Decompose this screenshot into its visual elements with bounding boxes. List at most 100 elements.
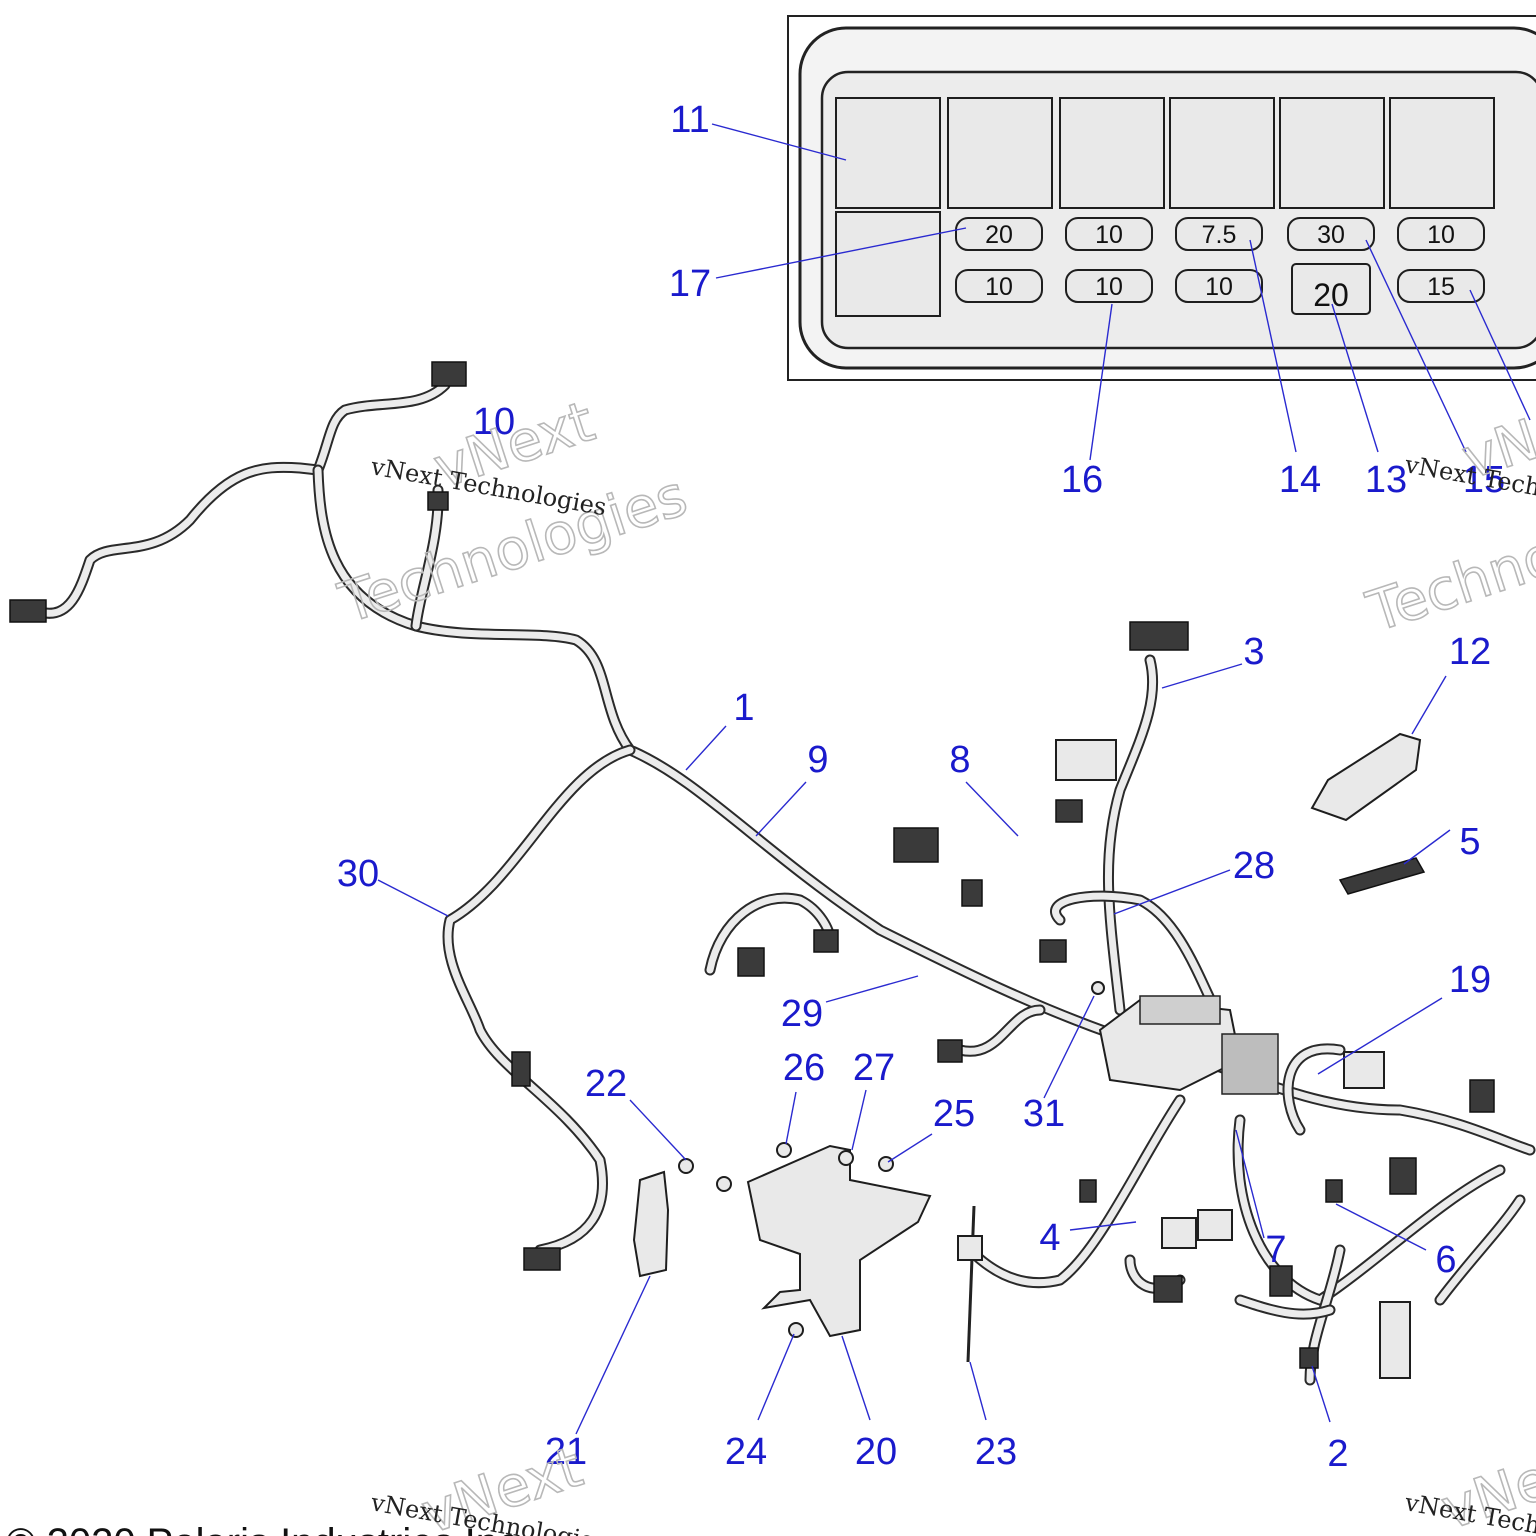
callout-4: 4 [1039, 1217, 1060, 1259]
connector [427, 491, 449, 511]
connector [961, 879, 983, 907]
fuse-box-inset: 20 10 7.5 30 10 10 10 10 20 15 [787, 15, 1536, 381]
connector-block [1379, 1301, 1411, 1379]
relay-slot [1059, 97, 1165, 209]
clip-bracket [632, 1170, 670, 1278]
connector [813, 929, 839, 953]
leader-lines [377, 123, 1531, 1435]
callout-14: 14 [1279, 459, 1321, 501]
fuse-rating: 10 [985, 273, 1013, 301]
callout-22: 22 [585, 1063, 627, 1105]
fuse-row-bottom: 10 10 10 20 15 [955, 263, 1485, 315]
relay [1343, 1051, 1385, 1089]
callout-31: 31 [1023, 1093, 1065, 1135]
watermark-top-left: vNext Technologies vNext Technologies [331, 388, 696, 637]
relay-row [835, 97, 1495, 317]
fuse-rating: 15 [1427, 273, 1455, 301]
connector [737, 947, 765, 977]
fuse [1065, 217, 1153, 251]
callout-11: 11 [670, 99, 709, 141]
relay-slot [947, 97, 1053, 209]
callout-12: 12 [1449, 631, 1491, 673]
copyright-notice: © 2020 Polaris Industries Inc. [6, 1521, 529, 1536]
connector [1161, 1217, 1197, 1249]
callout-5: 5 [1459, 821, 1480, 863]
fuse [955, 269, 1043, 303]
mount-bracket [746, 1144, 932, 1338]
callout-26: 26 [783, 1047, 825, 1089]
relay-slot [1389, 97, 1495, 209]
callout-25: 25 [933, 1093, 975, 1135]
callout-20: 20 [855, 1431, 897, 1473]
fuse-rating: 10 [1427, 221, 1455, 249]
module-housing [1310, 732, 1422, 822]
harness-fuse-box [1098, 995, 1279, 1095]
callout-1: 1 [733, 687, 754, 729]
fuse-row-top: 20 10 7.5 30 10 [955, 217, 1485, 251]
relay-slot [1169, 97, 1275, 209]
callout-labels: 1 2 3 4 5 6 7 8 9 10 11 12 13 14 15 16 1… [337, 99, 1505, 1475]
connector [431, 361, 467, 387]
callout-9: 9 [807, 739, 828, 781]
part-21-bracket [632, 1170, 670, 1278]
fuse [1397, 217, 1485, 251]
fuse [1175, 217, 1263, 251]
part-20-bracket [746, 1144, 932, 1338]
callout-6: 6 [1435, 1239, 1456, 1281]
fuse-rating: 10 [1205, 273, 1233, 301]
callout-3: 3 [1243, 631, 1264, 673]
tie-head [957, 1235, 983, 1261]
fuse [955, 217, 1043, 251]
connector [9, 599, 47, 623]
fuse [1287, 217, 1375, 251]
callout-29: 29 [781, 993, 823, 1035]
connector [1389, 1157, 1417, 1195]
fuse-rating: 10 [1095, 221, 1123, 249]
fuse [1397, 269, 1485, 303]
callout-10: 10 [473, 401, 515, 443]
fuse-rating: 7.5 [1202, 221, 1237, 249]
callout-13: 13 [1365, 459, 1407, 501]
connector [1269, 1265, 1293, 1297]
callout-17: 17 [669, 263, 711, 305]
callout-16: 16 [1061, 459, 1103, 501]
connector [1325, 1179, 1343, 1203]
watermark-top-right: vNext Technologies vNext Technologies [1359, 379, 1536, 646]
relay-slot [835, 211, 941, 317]
callout-24: 24 [725, 1431, 767, 1473]
connector [893, 827, 939, 863]
connector-housing [1055, 739, 1117, 781]
fuse-rating: 20 [1313, 277, 1349, 313]
screw-26 [776, 1142, 792, 1158]
nut-24 [788, 1322, 804, 1338]
connector [1039, 939, 1067, 963]
connector [1153, 1275, 1183, 1303]
callout-27: 27 [853, 1047, 895, 1089]
tie-strap [966, 1205, 976, 1363]
fuse-box-lid [1139, 995, 1221, 1025]
callout-15: 15 [1463, 459, 1505, 501]
callout-2: 2 [1327, 1433, 1348, 1475]
connector [511, 1051, 531, 1087]
fuse-rating: 30 [1317, 221, 1345, 249]
connector-stack [1221, 1033, 1279, 1095]
callout-28: 28 [1233, 845, 1275, 887]
fastener-31 [1091, 981, 1105, 995]
connector [1079, 1179, 1097, 1203]
screw [716, 1176, 732, 1192]
maxi-fuse [1291, 263, 1371, 315]
nut-27 [838, 1150, 854, 1166]
connector [1129, 621, 1189, 651]
fuse [1175, 269, 1263, 303]
callout-30: 30 [337, 853, 379, 895]
relay-slot [1279, 97, 1385, 209]
decal [1338, 857, 1426, 895]
watermark-bottom-right: vNext vNext Technologies [1402, 1430, 1536, 1536]
part-12-module [1310, 732, 1422, 822]
connector [1469, 1079, 1495, 1113]
callout-19: 19 [1449, 959, 1491, 1001]
callout-21: 21 [545, 1431, 587, 1473]
connector [1197, 1209, 1233, 1241]
